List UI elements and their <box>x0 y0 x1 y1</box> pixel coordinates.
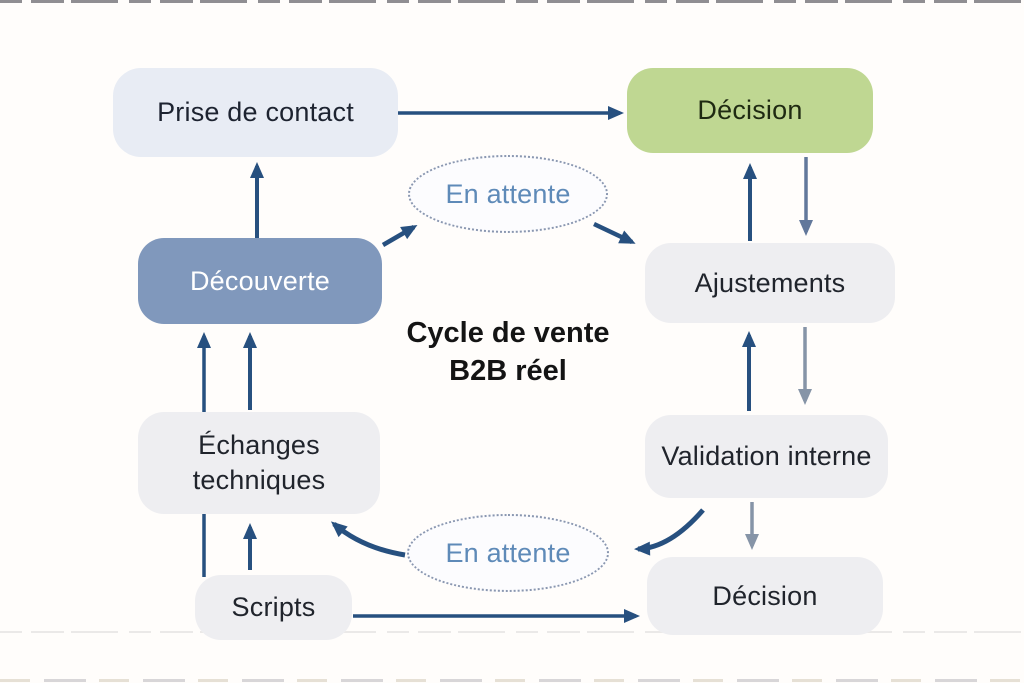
diagram-title: Cycle de vente B2B réel <box>358 314 658 391</box>
node-en-attente-top: En attente <box>408 155 608 233</box>
node-label: Échanges techniques <box>192 429 326 495</box>
node-en-attente-bottom: En attente <box>407 514 609 592</box>
node-ajustements: Ajustements <box>645 243 895 323</box>
diagram-title-line2: B2B réel <box>449 355 567 388</box>
node-decouverte: Découverte <box>138 238 382 324</box>
node-label: Décision <box>697 95 803 125</box>
bottom-edge-artifact <box>0 679 1024 682</box>
arrow-decouverte-to-enattente-top <box>381 224 418 247</box>
arrow-validation-to-enattente-bottom <box>634 508 705 556</box>
arrow-enattente-bottom-to-echanges <box>330 521 406 558</box>
diagram-title-line1: Cycle de vente <box>406 317 610 349</box>
node-label: Prise de contact <box>157 97 354 127</box>
top-edge-artifact <box>0 0 1024 3</box>
node-label: Validation interne <box>661 441 872 471</box>
node-echanges-techniques: Échanges techniques <box>138 412 380 514</box>
node-decision-bottom: Décision <box>647 557 883 635</box>
node-label: Décision <box>712 580 818 611</box>
node-label: Découverte <box>189 265 331 296</box>
node-validation-interne: Validation interne <box>645 415 888 498</box>
node-prise-de-contact: Prise de contact <box>113 68 398 157</box>
node-label: En attente <box>445 178 571 209</box>
lower-edge-artifact <box>0 631 1024 633</box>
node-scripts: Scripts <box>195 575 352 640</box>
node-decision-top: Décision <box>627 68 873 153</box>
node-label: Ajustements <box>694 267 846 298</box>
node-label: En attente <box>445 537 571 568</box>
node-label: Scripts <box>231 592 316 622</box>
arrow-enattente-top-to-ajustements <box>593 221 636 245</box>
